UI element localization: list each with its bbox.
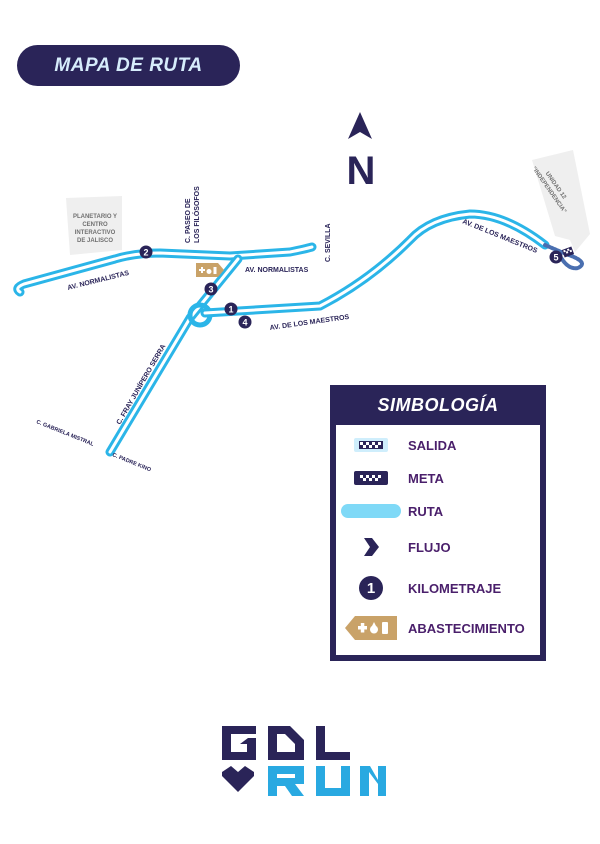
km-marker-2: 2 (139, 245, 153, 259)
page-title-pill: MAPA DE RUTA (17, 45, 240, 86)
start-flag-icon (336, 438, 406, 452)
svg-text:5: 5 (553, 253, 558, 263)
svg-text:PLANETARIO Y: PLANETARIO Y (73, 214, 117, 220)
street-normalistas-east: AV. NORMALISTAS (245, 267, 309, 274)
legend-label-kilometraje: KILOMETRAJE (408, 580, 502, 596)
km-marker-5: 5 (549, 250, 563, 264)
street-padre-kino: C. PADRE KINO (111, 452, 152, 473)
legend-item-flujo: FLUJO (336, 532, 540, 562)
logo-gdl (222, 726, 350, 792)
start-finish-flag-icon (561, 246, 575, 258)
route-path (13, 209, 584, 457)
legend-item-ruta: RUTA (336, 496, 540, 526)
street-paseo-2: LOS FILÓSOFOS (192, 186, 201, 243)
landmark-planetario: PLANETARIO Y CENTRO INTERACTIVO DE JALIS… (66, 196, 122, 255)
route-icon (336, 504, 406, 518)
flow-chevron-icon (336, 537, 406, 557)
street-sevilla: C. SEVILLA (325, 223, 332, 262)
legend-panel: SIMBOLOGÍA SALIDA META RUTA FLUJO (330, 385, 546, 661)
km-marker-4: 4 (238, 315, 252, 329)
landmark-unidad-12: UNIDAD 12 "INDEPENDENCIA" (530, 150, 590, 252)
svg-text:3: 3 (208, 285, 213, 295)
km-marker-3: 3 (204, 282, 218, 296)
km-marker-1: 1 (224, 302, 238, 316)
svg-text:INTERACTIVO: INTERACTIVO (75, 230, 116, 236)
svg-text:1: 1 (367, 580, 375, 597)
legend-title: SIMBOLOGÍA (377, 394, 499, 415)
logo-run (268, 766, 386, 796)
legend-item-abastecimiento: ABASTECIMIENTO (336, 613, 540, 643)
svg-text:CENTRO: CENTRO (82, 222, 108, 228)
legend-label-flujo: FLUJO (408, 539, 451, 555)
street-gabriela-mistral: C. GABRIELA MISTRAL (35, 419, 95, 448)
street-maestros-south: AV. DE LOS MAESTROS (269, 314, 350, 332)
svg-text:DE JALISCO: DE JALISCO (77, 238, 113, 244)
legend-body: SALIDA META RUTA FLUJO 1 KILOMETRAJE (336, 425, 540, 655)
legend-label-meta: META (408, 470, 444, 486)
legend-label-ruta: RUTA (408, 503, 444, 519)
legend-item-kilometraje: 1 KILOMETRAJE (336, 573, 540, 603)
legend-label-abastecimiento: ABASTECIMIENTO (408, 620, 525, 636)
street-paseo-1: C. PASEO DE (185, 198, 192, 243)
gdl-run-logo (222, 726, 386, 796)
svg-text:1: 1 (228, 305, 233, 315)
street-fray-junipero: C. FRAY JUNÍPERO SERRA (114, 342, 168, 426)
page-title: MAPA DE RUTA (54, 54, 203, 76)
legend-item-meta: META (336, 463, 540, 493)
svg-text:4: 4 (242, 318, 247, 328)
supply-station-icon (336, 616, 406, 640)
north-label: N (347, 149, 376, 193)
km-marker-icon: 1 (336, 575, 406, 601)
supply-station-icon (196, 263, 224, 277)
north-arrow-icon (348, 112, 372, 139)
svg-text:2: 2 (143, 248, 148, 258)
finish-flag-icon (336, 471, 406, 485)
legend-item-salida: SALIDA (336, 430, 540, 460)
legend-label-salida: SALIDA (408, 437, 457, 453)
